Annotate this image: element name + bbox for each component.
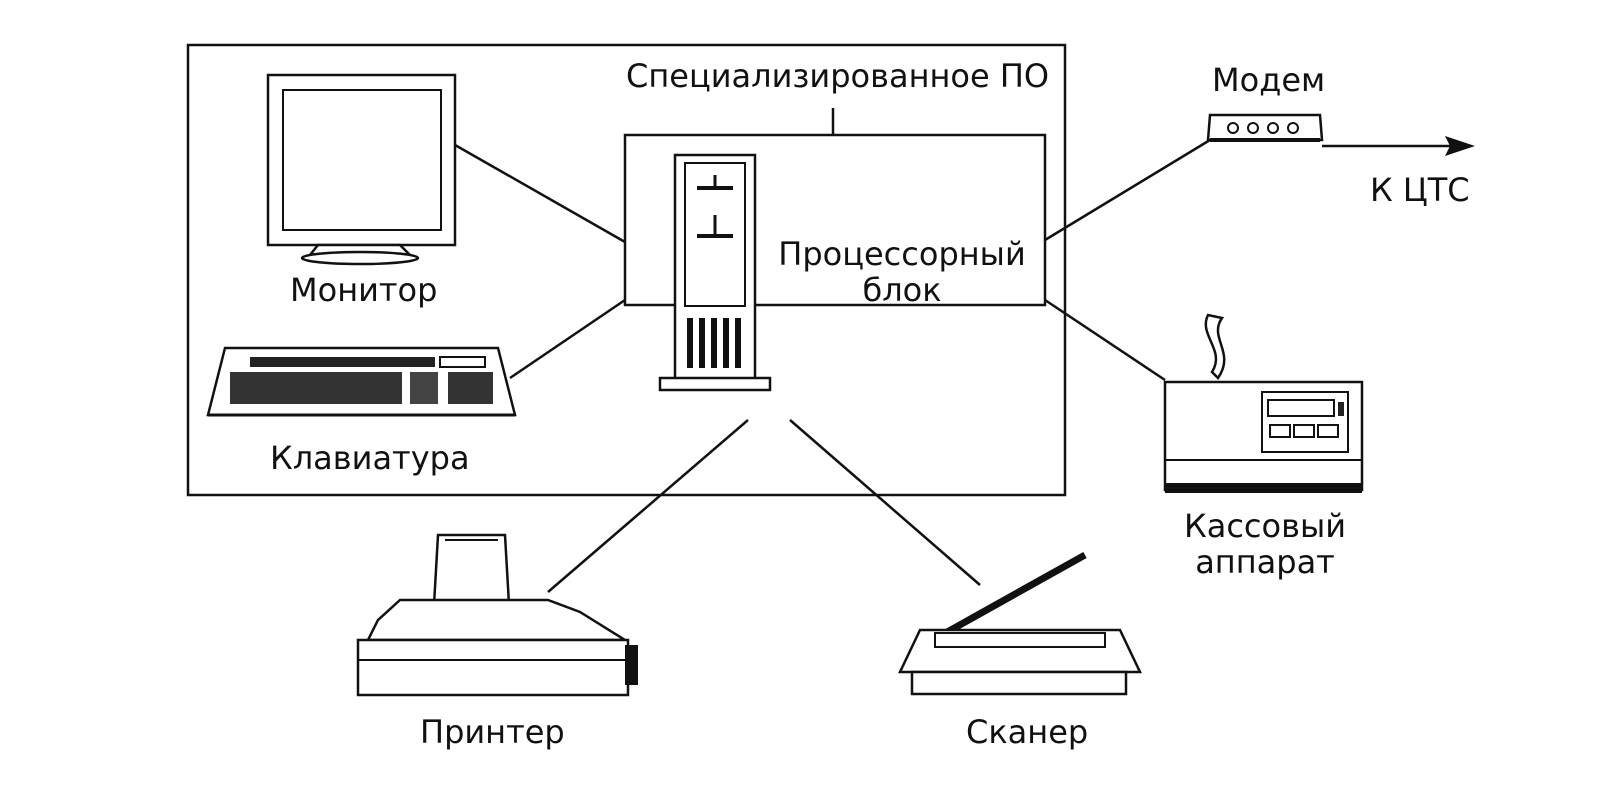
cash-register-link bbox=[1044, 298, 1166, 382]
scanner-icon bbox=[898, 551, 1142, 696]
modem-label: Модем bbox=[1212, 61, 1326, 99]
monitor-link bbox=[454, 143, 626, 244]
printer-link bbox=[547, 419, 749, 593]
processor-block bbox=[623, 133, 1047, 307]
workstation-frame bbox=[186, 43, 1067, 497]
processor-label-line1: Процессорный bbox=[778, 235, 1026, 273]
processor-label-line2: блок bbox=[862, 271, 942, 309]
processor-label: Процессорный блок bbox=[758, 236, 1046, 308]
keyboard-label: Клавиатура bbox=[270, 439, 470, 477]
modem-link bbox=[1044, 138, 1211, 242]
system-unit-icon bbox=[658, 153, 772, 392]
printer-label: Принтер bbox=[420, 713, 565, 751]
monitor-icon bbox=[266, 73, 457, 266]
cash-register-label: Кассовый аппарат bbox=[1170, 508, 1360, 580]
cts-arrowhead bbox=[1445, 136, 1475, 156]
keyboard-icon bbox=[206, 346, 517, 417]
software-label: Специализированное ПО bbox=[626, 57, 1050, 95]
cts-label: К ЦТС bbox=[1370, 171, 1470, 209]
cash-register-icon bbox=[1163, 313, 1364, 493]
cash-register-label-line2: аппарат bbox=[1195, 543, 1335, 581]
printer-icon bbox=[356, 533, 638, 697]
scanner-link bbox=[789, 419, 981, 586]
scanner-label: Сканер bbox=[966, 713, 1089, 751]
modem-icon bbox=[1206, 113, 1324, 142]
keyboard-link bbox=[509, 298, 626, 380]
monitor-label: Монитор bbox=[290, 271, 438, 309]
cash-register-label-line1: Кассовый bbox=[1183, 507, 1346, 545]
